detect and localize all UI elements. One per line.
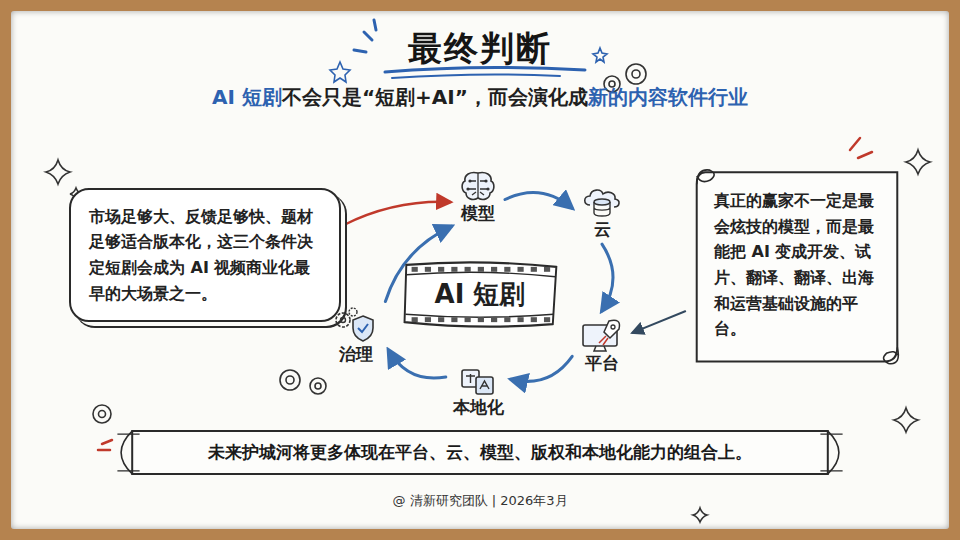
node-text: 平台	[585, 353, 619, 373]
cycle-node: 平台	[575, 315, 629, 375]
cycle-node: 本地化	[449, 365, 508, 419]
cycle-node: 云	[576, 183, 628, 241]
subtitle-part: AI 短剧	[212, 84, 282, 111]
title: 最终判断	[408, 28, 552, 68]
cloud-db-icon	[580, 185, 624, 219]
governance-icon	[331, 306, 381, 344]
banner-scroll: 未来护城河将更多体现在平台、云、模型、版权和本地化能力的组合上。	[110, 427, 850, 478]
scroll-note: 真正的赢家不一定是最会炫技的模型，而是最能把 AI 变成开发、试片、翻译、翻译、…	[688, 164, 906, 368]
platform-icon	[579, 317, 625, 353]
note-box: 市场足够大、反馈足够快、题材足够适合版本化，这三个条件决定短剧会成为 AI 视频…	[69, 188, 341, 322]
node-text: 模型	[461, 203, 495, 223]
subtitle-part: 新的内容软件行业	[588, 84, 748, 111]
node-text: 未来护城河将更多体现在平台、云、模型、版权和本地化能力的组合上。	[154, 441, 806, 464]
cycle-node: 治理	[327, 304, 385, 366]
node-text: 市场足够大、反馈足够快、题材足够适合版本化，这三个条件决定短剧会成为 AI 视频…	[89, 204, 321, 306]
translate-icon	[458, 367, 498, 397]
title-row: 最终判断	[0, 26, 960, 72]
subtitle-part: 不会只是“短剧+AI”，而会演化成	[282, 84, 588, 111]
connector-arrow	[344, 202, 450, 225]
connector-arrow	[511, 356, 572, 381]
cycle-node: 模型	[454, 167, 502, 225]
node-text: AI 短剧	[435, 277, 526, 312]
node-text: 治理	[339, 344, 373, 364]
connector-arrow	[602, 244, 613, 311]
connector-arrow	[389, 350, 446, 378]
node-text: 本地化	[453, 397, 504, 417]
film-strip-node: AI 短剧	[401, 257, 560, 332]
node-text: 真正的赢家不一定是最会炫技的模型，而是最能把 AI 变成开发、试片、翻译、翻译、…	[714, 188, 884, 342]
caption: @ 清新研究团队 | 2026年3月	[392, 493, 567, 508]
subtitle-row: AI 短剧不会只是“短剧+AI”，而会演化成新的内容软件行业	[0, 84, 960, 111]
connector-arrow	[505, 192, 572, 208]
brain-icon	[458, 169, 498, 203]
connector-arrow	[633, 311, 686, 332]
node-text: 云	[594, 219, 611, 239]
caption-row: @ 清新研究团队 | 2026年3月	[0, 490, 960, 510]
